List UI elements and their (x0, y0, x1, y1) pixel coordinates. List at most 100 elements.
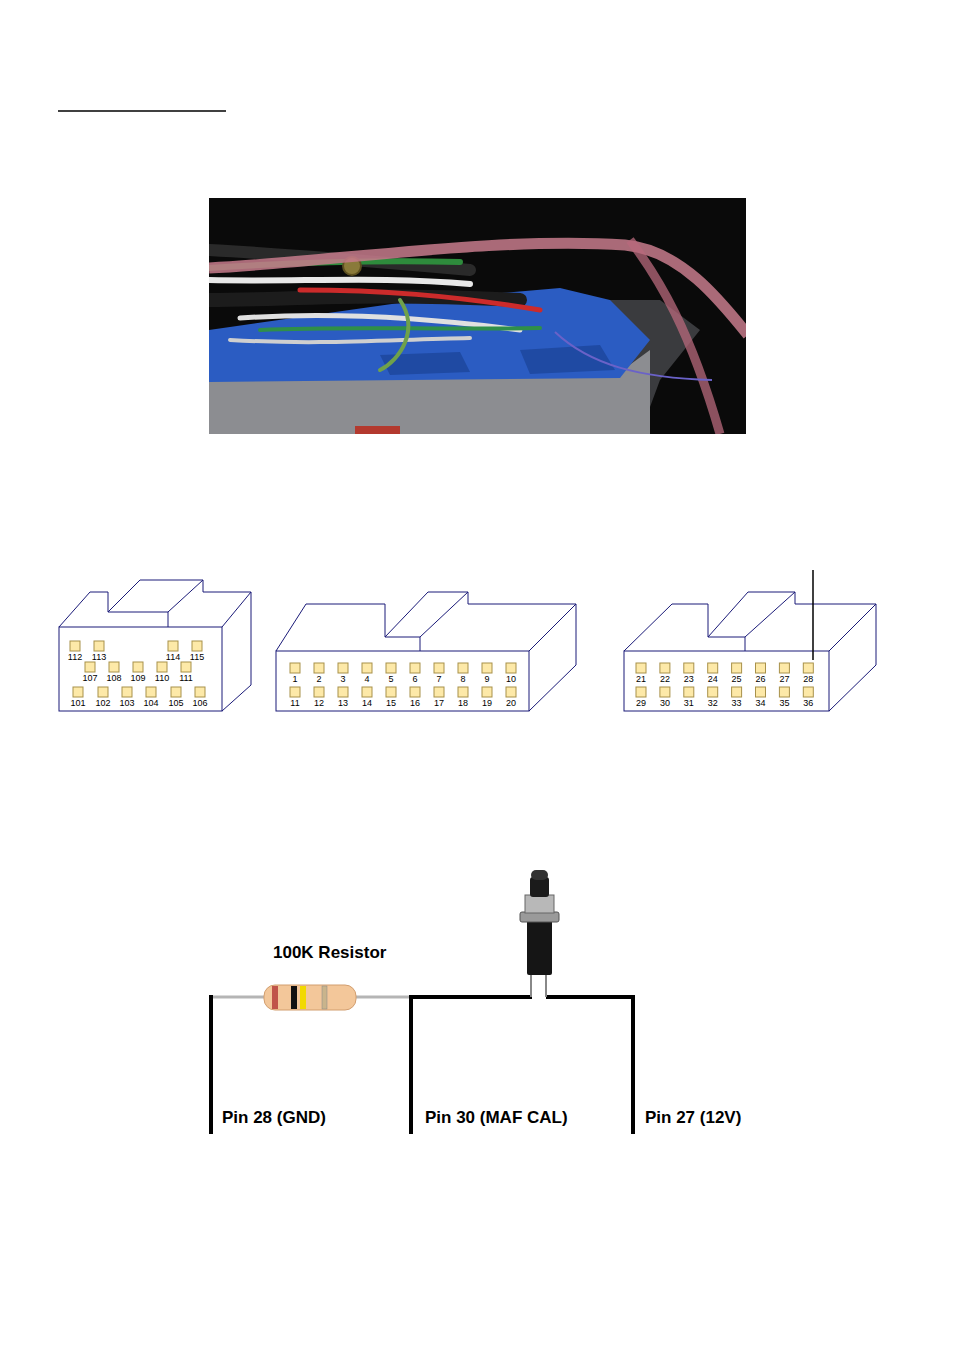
pin-contact (779, 663, 789, 673)
pin-contact (290, 687, 300, 697)
pin-number: 31 (684, 699, 694, 708)
component-label: 100K Resistor (273, 944, 386, 961)
pin-number: 30 (660, 699, 670, 708)
pin-contact (482, 687, 492, 697)
pin-contact (708, 687, 718, 697)
pink-cable (630, 240, 720, 434)
pin-contact (803, 663, 813, 673)
pin-contact (684, 663, 694, 673)
pin-contact (684, 687, 694, 697)
pin-contact (290, 663, 300, 673)
pin-contact (434, 663, 444, 673)
pin-label: Pin 28 (GND) (222, 1109, 326, 1126)
pin-contact (168, 641, 178, 651)
pin-number: 3 (340, 675, 345, 684)
pin-contact (362, 687, 372, 697)
pin-contact (732, 663, 742, 673)
pin-number: 110 (155, 674, 169, 683)
pin-contact (756, 687, 766, 697)
pin-contact (434, 687, 444, 697)
pin-layer (70, 641, 813, 697)
pin-number: 104 (143, 699, 158, 708)
connector-latch (520, 345, 615, 374)
pin-number: 13 (338, 699, 348, 708)
pointer-line (812, 570, 814, 660)
pin-contact (482, 663, 492, 673)
pin-contact (732, 687, 742, 697)
pin-contact (181, 662, 191, 672)
pin-contact (109, 662, 119, 672)
pin-contact (386, 663, 396, 673)
pin-number: 106 (192, 699, 207, 708)
pin-number: 19 (482, 699, 492, 708)
connector-outline (276, 592, 576, 711)
pin-number: 33 (732, 699, 742, 708)
pin-number: 1 (292, 675, 297, 684)
pin-number: 2 (316, 675, 321, 684)
pin-number: 21 (636, 675, 646, 684)
pin-label: Pin 27 (12V) (645, 1109, 741, 1126)
ecu-photo (209, 198, 746, 434)
pin-number: 11 (290, 699, 299, 708)
pin-number: 23 (684, 675, 694, 684)
pin-number: 6 (412, 675, 417, 684)
pin-number: 26 (755, 675, 765, 684)
pin-contact (73, 687, 83, 697)
connector-outline (59, 580, 251, 711)
pin-number: 29 (636, 699, 646, 708)
resistor-symbol (264, 985, 356, 1010)
ecu-connector (209, 288, 650, 382)
pin-label: Pin 30 (MAF CAL) (425, 1109, 568, 1126)
pin-number: 18 (458, 699, 468, 708)
pin-number: 8 (460, 675, 465, 684)
heading-underline (58, 110, 226, 112)
pin-number: 32 (708, 699, 718, 708)
connector-latch (380, 352, 470, 375)
pin-contact (122, 687, 132, 697)
pin-number: 5 (388, 675, 393, 684)
pin-number: 35 (779, 699, 789, 708)
pin-contact (410, 663, 420, 673)
pin-contact (70, 641, 80, 651)
pin-contact (756, 663, 766, 673)
pin-contact (386, 687, 396, 697)
pin-contact (458, 663, 468, 673)
pin-number: 112 (68, 653, 82, 662)
pin-contact (506, 687, 516, 697)
pin-number: 20 (506, 699, 516, 708)
purple-wire (555, 332, 712, 380)
pin-number: 28 (803, 675, 813, 684)
pin-number: 17 (434, 699, 444, 708)
pin-number: 103 (119, 699, 134, 708)
pin-number: 25 (732, 675, 742, 684)
pin-number: 102 (95, 699, 110, 708)
pin-contact (458, 687, 468, 697)
pin-contact (362, 663, 372, 673)
pin-number: 107 (82, 674, 97, 683)
pin-contact (338, 663, 348, 673)
pin-contact (195, 687, 205, 697)
pin-number: 27 (779, 675, 789, 684)
pin-number: 115 (190, 653, 204, 662)
pin-number: 114 (166, 653, 180, 662)
pin-number: 14 (362, 699, 372, 708)
pin-contact (133, 662, 143, 672)
pin-number: 105 (168, 699, 183, 708)
pin-contact (314, 663, 324, 673)
connector-outline (624, 592, 876, 711)
pin-number: 9 (484, 675, 489, 684)
ecu-label (355, 426, 400, 434)
pin-contact (660, 663, 670, 673)
pin-contact (636, 687, 646, 697)
pin-contact (157, 662, 167, 672)
pin-contact (94, 641, 104, 651)
pin-number: 24 (708, 675, 718, 684)
pin-number: 7 (436, 675, 441, 684)
pin-contact (98, 687, 108, 697)
pin-contact (171, 687, 181, 697)
pin-contact (314, 687, 324, 697)
photo-ground (209, 198, 746, 434)
pin-contact (708, 663, 718, 673)
pin-number: 22 (660, 675, 670, 684)
